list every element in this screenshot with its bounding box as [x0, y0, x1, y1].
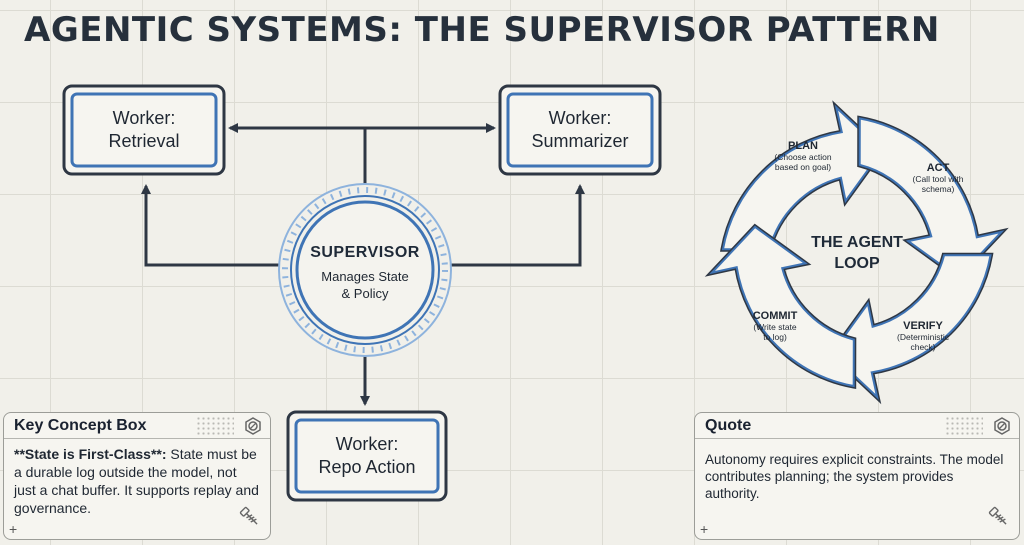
agent-loop-center-label: THE AGENT LOOP	[811, 234, 903, 272]
quote-text: Autonomy requires explicit constraints. …	[705, 452, 1004, 501]
worker-box-repo-action	[286, 410, 448, 502]
screw-icon	[988, 506, 1007, 525]
plus-icon: +	[9, 521, 18, 537]
hex-nut-icon	[994, 417, 1010, 435]
loop-label-verify: VERIFY (Deterministic check)	[897, 320, 949, 352]
loop-segment-act	[857, 115, 1009, 281]
arrow-to-retrieval-side	[141, 184, 285, 267]
agent-loop-ring	[704, 100, 1009, 405]
page-title: AGENTIC SYSTEMS: THE SUPERVISOR PATTERN	[24, 10, 940, 50]
loop-segment-verify	[828, 252, 994, 405]
screw-icon	[239, 506, 258, 525]
loop-label-act: ACT (Call tool with schema)	[912, 162, 964, 194]
key-concept-header: Key Concept Box	[4, 413, 270, 439]
supervisor-subtitle-1: Manages State	[321, 269, 409, 284]
worker-summarizer-label: Worker: Summarizer	[531, 108, 629, 151]
plus-icon: +	[700, 521, 709, 537]
supervisor-title: SUPERVISOR	[310, 244, 420, 261]
hex-nut-icon	[245, 417, 261, 435]
dot-grid-decoration	[945, 416, 983, 436]
dot-grid-decoration	[196, 416, 234, 436]
supervisor-node	[278, 183, 452, 357]
worker-repo-action-label: Worker: Repo Action	[318, 434, 416, 477]
supervisor-subtitle-2: & Policy	[341, 286, 389, 301]
quote-box: Quote Autonomy requires explicit constra…	[694, 412, 1020, 540]
loop-segment-commit	[704, 223, 857, 389]
loop-label-plan: PLAN (Choose action based on goal)	[774, 140, 832, 172]
arrow-to-summarizer-side	[445, 184, 585, 267]
worker-box-retrieval	[62, 84, 226, 176]
loop-label-commit: COMMIT (Write state to log)	[752, 310, 798, 342]
loop-segment-plan	[720, 100, 886, 252]
key-concept-box: Key Concept Box **State is First-Class**…	[3, 412, 271, 540]
worker-box-summarizer	[498, 84, 662, 176]
connector-lines	[141, 123, 585, 406]
key-concept-text: **State is First-Class**: State must be …	[14, 446, 259, 516]
worker-retrieval-label: Worker: Retrieval	[108, 108, 180, 151]
quote-header: Quote	[695, 413, 1019, 439]
supervisor-label: SUPERVISOR Manages State & Policy	[295, 244, 435, 302]
